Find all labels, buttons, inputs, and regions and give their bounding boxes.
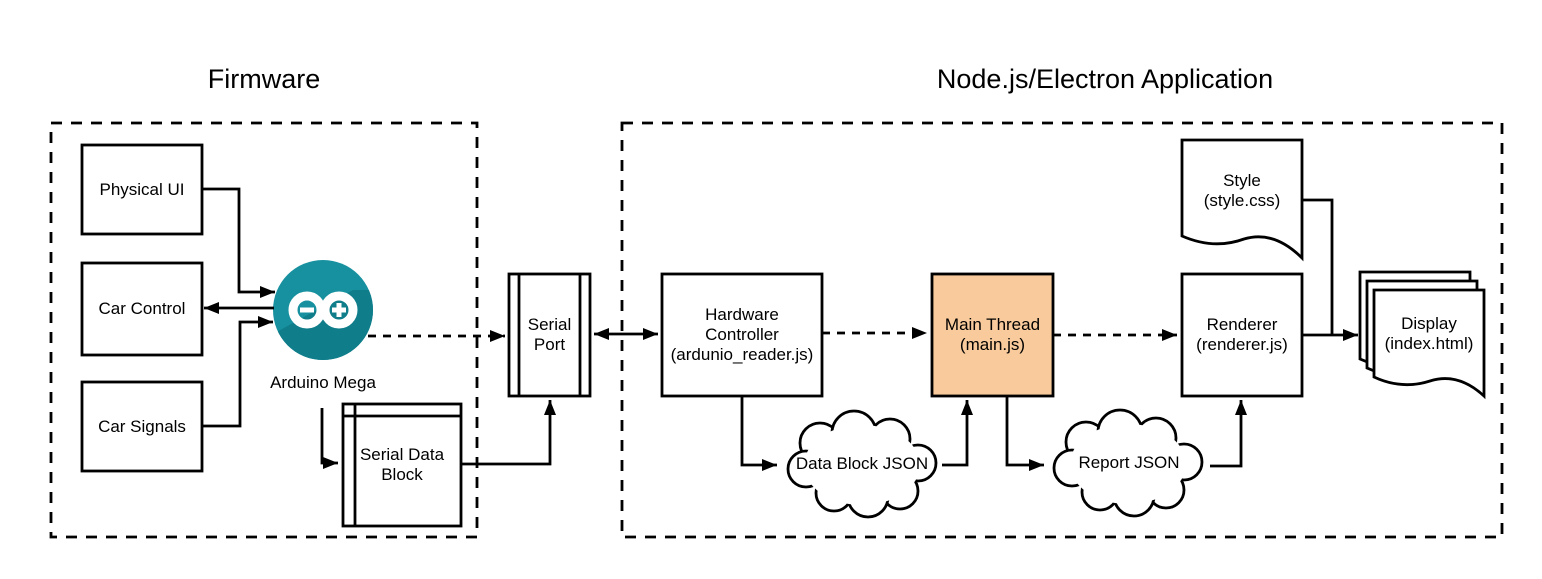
connector-arduino-to-serial-data-block xyxy=(320,408,338,469)
connector-car-signals-to-arduino xyxy=(202,316,273,428)
connector-physical-ui-to-arduino xyxy=(202,187,275,298)
serial-port-shape xyxy=(507,272,592,398)
main-thread-box xyxy=(930,272,1055,398)
arduino-logo-icon xyxy=(273,260,373,360)
connector-serial-data-block-to-serial-port xyxy=(461,400,556,466)
report-json-cloud xyxy=(1052,408,1204,518)
minus-glyph xyxy=(300,307,314,313)
car-signals-box xyxy=(80,380,204,473)
hardware-controller-box xyxy=(660,272,824,398)
connector-data-block-json-to-main-thread xyxy=(942,400,973,467)
connector-hardware-controller-to-data-block-json xyxy=(740,396,777,471)
connector-main-thread-to-report-json xyxy=(1005,396,1044,471)
plus-glyph-v xyxy=(336,303,342,317)
connector-style-to-display xyxy=(1302,198,1334,335)
style-document-shape xyxy=(1180,138,1304,262)
display-documents-shape xyxy=(1358,270,1486,400)
serial-data-block-shape xyxy=(341,402,463,528)
data-block-json-cloud xyxy=(786,409,938,519)
connector-report-json-to-renderer xyxy=(1210,400,1247,468)
car-control-box xyxy=(80,261,204,357)
physical-ui-box xyxy=(80,143,204,236)
renderer-box xyxy=(1180,272,1304,398)
